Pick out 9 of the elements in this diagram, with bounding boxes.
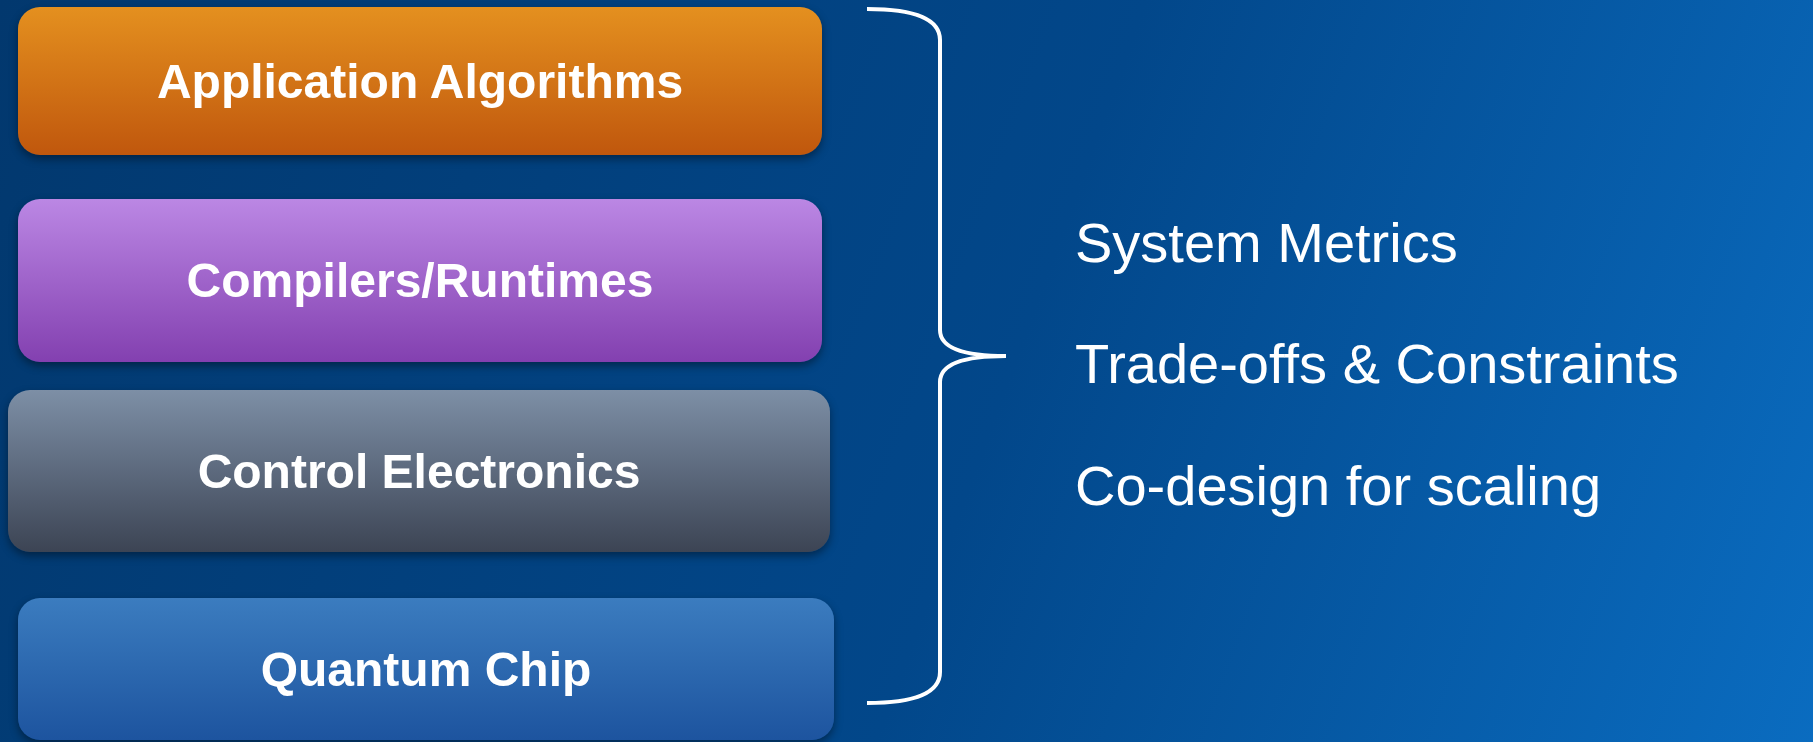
layer-label: Application Algorithms xyxy=(156,53,684,109)
layer-box xyxy=(18,199,822,362)
layer-box xyxy=(18,598,834,740)
layer-label: Quantum Chip xyxy=(260,641,592,697)
layer-box xyxy=(18,7,822,155)
layer-label: Compilers/Runtimes xyxy=(186,253,654,308)
note-text: Trade-offs & Constraints xyxy=(1075,336,1679,392)
layer-box xyxy=(8,390,830,552)
layer-label: Control Electronics xyxy=(197,443,641,499)
